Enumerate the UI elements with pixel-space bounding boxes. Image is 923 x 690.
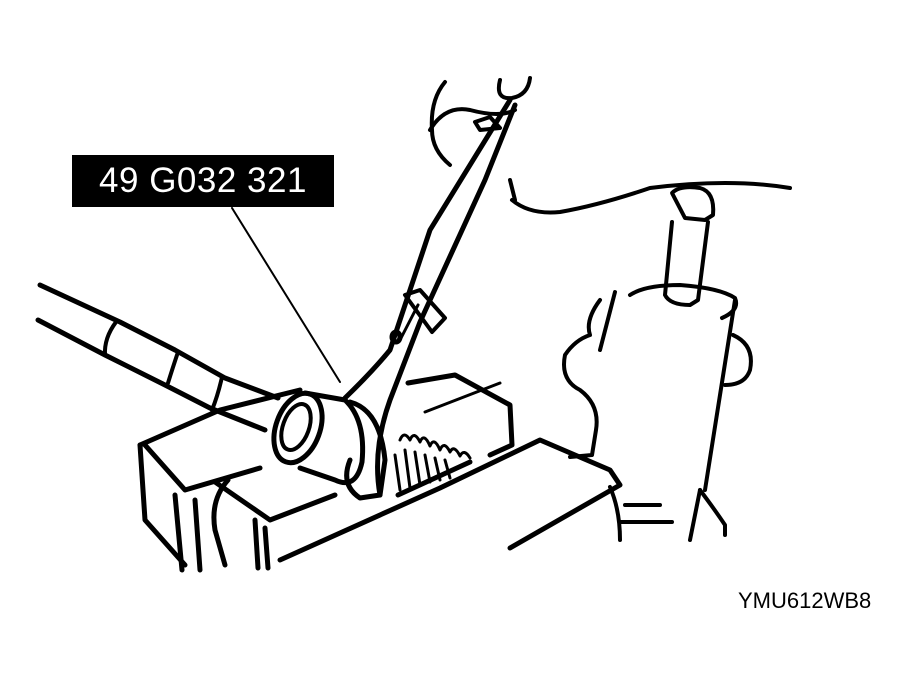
extension-bar [35, 282, 281, 433]
bench-vise [137, 372, 623, 573]
hand [428, 76, 792, 215]
vise-teeth [393, 433, 473, 498]
steering-gear-housing [562, 185, 753, 542]
figure-code: YMU612WB8 [738, 588, 872, 613]
part-number-text: 49 G032 321 [99, 161, 307, 200]
socket-tool [271, 390, 366, 486]
callout-leader-line [231, 207, 341, 383]
part-number-callout: 49 G032 321 [72, 155, 334, 207]
torque-wrench [342, 97, 518, 501]
